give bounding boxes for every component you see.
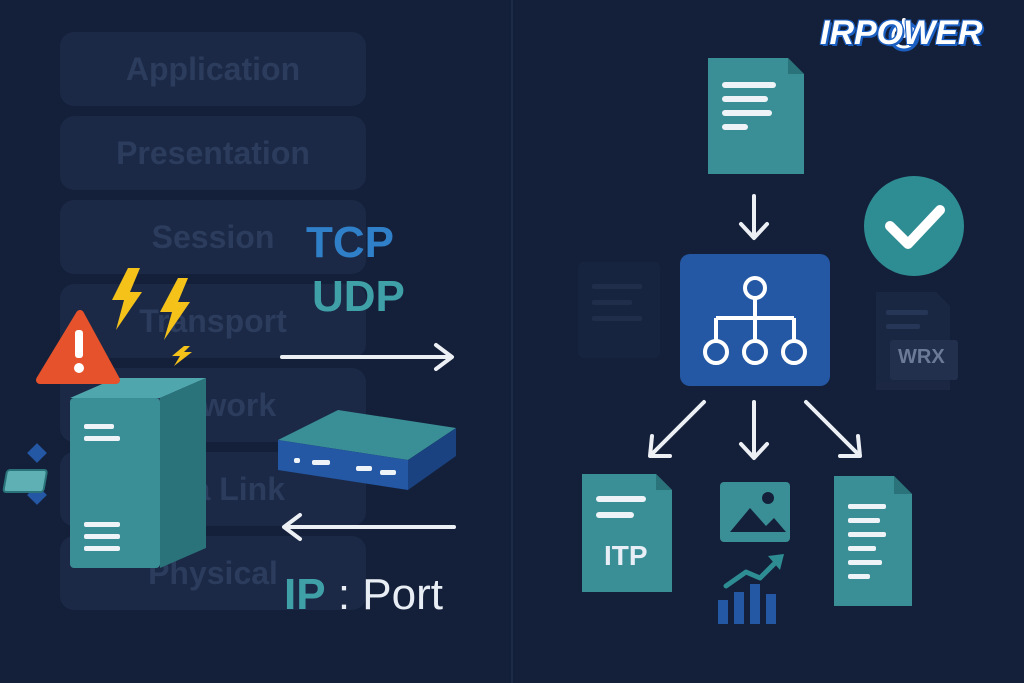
wrx-document-icon xyxy=(876,292,958,390)
power-icon xyxy=(888,18,920,52)
brand-logo: IRPOWER xyxy=(820,14,982,53)
port-label: Port xyxy=(362,570,443,619)
warning-icon xyxy=(36,310,120,384)
osi-layer-session: Session xyxy=(60,200,366,274)
arrow-down-right xyxy=(804,400,862,458)
osi-layer-transport: Transport xyxy=(60,284,366,358)
faded-document-icon xyxy=(578,262,660,358)
arrow-down xyxy=(739,194,769,240)
arrow-down-center xyxy=(739,400,769,460)
udp-label: UDP xyxy=(312,272,405,321)
hierarchy-icon xyxy=(680,254,830,386)
document-icon xyxy=(708,58,804,174)
arrow-down-left xyxy=(648,400,706,458)
check-icon xyxy=(864,176,964,276)
wrx-label: WRX xyxy=(898,346,945,368)
router-icon xyxy=(278,410,456,490)
tcp-label: TCP xyxy=(306,218,394,267)
growth-chart-icon xyxy=(718,554,784,624)
osi-layer-physical: Physical xyxy=(60,536,366,610)
ip-port-label: IP : Port xyxy=(284,570,443,620)
osi-layer-presentation: Presentation xyxy=(60,116,366,190)
separator-label: : xyxy=(337,570,351,619)
itp-label: ITP xyxy=(604,540,648,571)
diamond-decoration xyxy=(27,443,47,463)
image-icon xyxy=(720,482,790,542)
arrow-left xyxy=(282,513,456,541)
arrow-right xyxy=(280,343,454,371)
itp-document-icon xyxy=(582,474,672,592)
server-icon xyxy=(2,378,206,568)
brand-name: IRPOWER xyxy=(820,14,983,52)
center-divider xyxy=(511,0,513,683)
lightning-icon xyxy=(112,268,192,366)
osi-layer-application: Application xyxy=(60,32,366,106)
document-icon xyxy=(834,476,912,606)
ip-label: IP xyxy=(284,570,326,619)
